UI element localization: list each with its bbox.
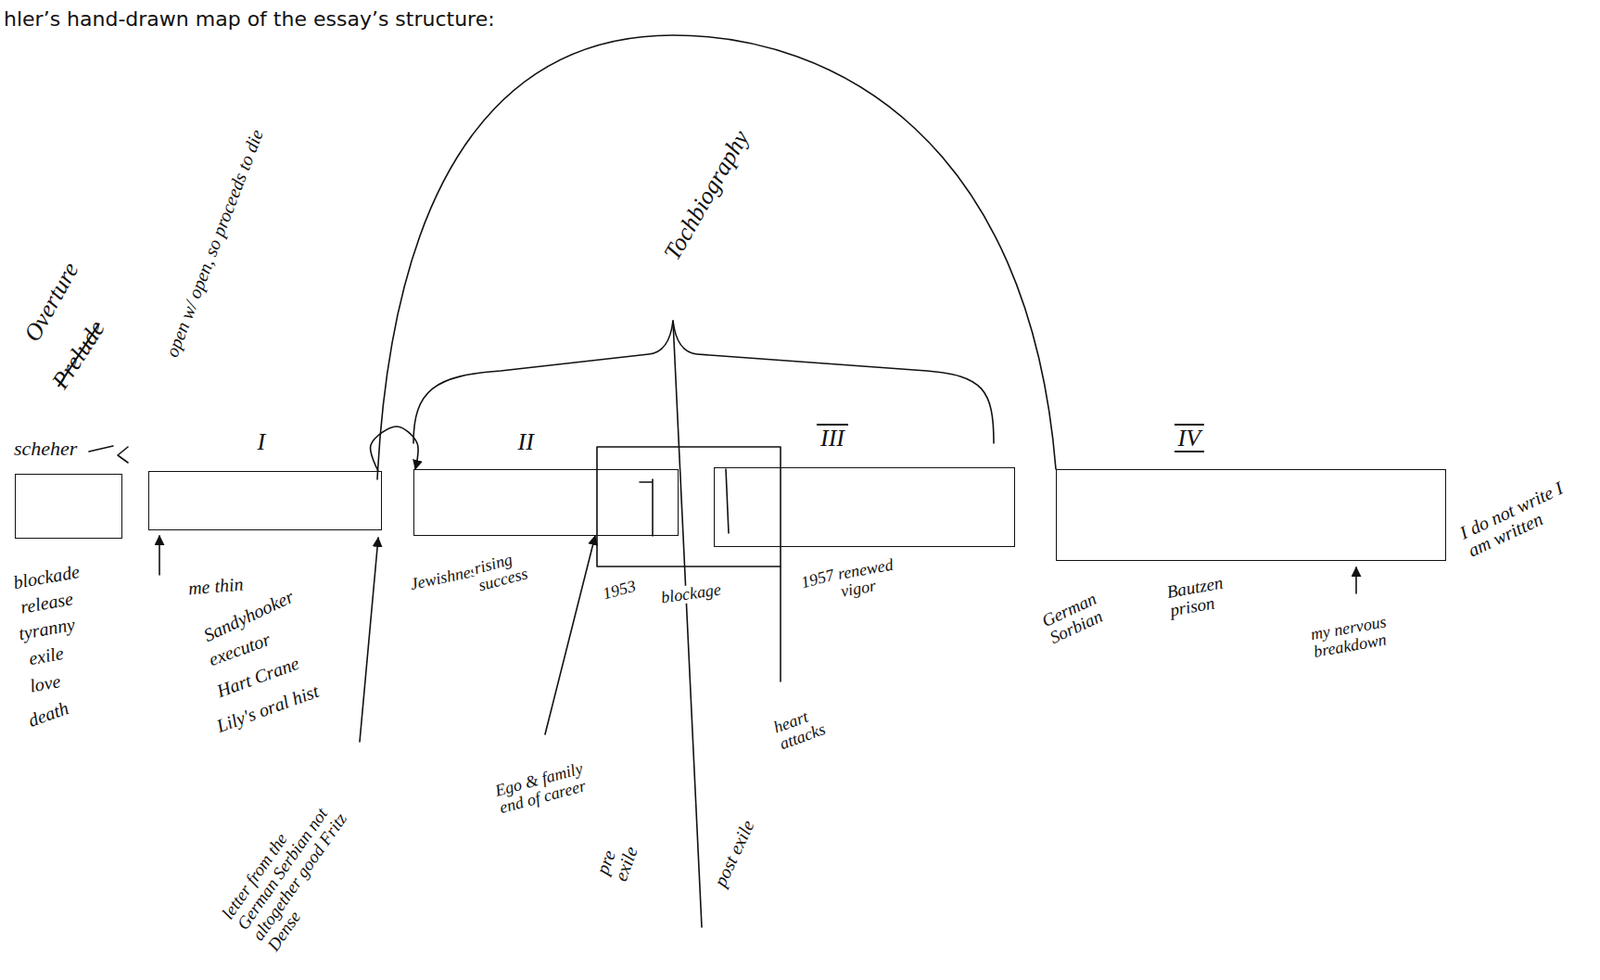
annotation: 1957 xyxy=(797,565,839,593)
leader-line xyxy=(779,566,782,682)
annotation: post exile xyxy=(710,814,760,890)
essay-band: scheher xyxy=(14,473,123,539)
inner-mark xyxy=(639,479,653,536)
page-title: hler’s hand-drawn map of the essay’s str… xyxy=(3,7,496,31)
inner-mark xyxy=(725,469,729,534)
essay-band: I xyxy=(148,470,382,531)
annotation: Prelude xyxy=(45,314,110,394)
essay-band: III xyxy=(713,467,1016,547)
blockage-box xyxy=(596,446,781,567)
annotation: blockage xyxy=(658,580,724,607)
leader-arrow xyxy=(545,535,596,735)
band-label: I xyxy=(257,429,267,455)
annotation: German Sorbian xyxy=(1037,575,1137,648)
biography-arc xyxy=(377,35,1056,480)
band-label: scheher xyxy=(13,437,77,459)
exile-divider xyxy=(673,320,702,927)
band-label: IV xyxy=(1174,423,1206,453)
annotation: my nervous breakdown xyxy=(1307,610,1404,661)
annotation: Tochbiography xyxy=(658,124,755,267)
chevron-mark xyxy=(117,446,128,463)
leader-arrow xyxy=(158,535,161,575)
annotation: renewed vigor xyxy=(834,552,917,601)
band-label: III xyxy=(816,423,849,451)
annotation: letter from the German Serbian not altog… xyxy=(216,777,373,956)
section-bracket xyxy=(413,320,994,444)
annotation: tyranny xyxy=(14,613,78,644)
essay-band: II xyxy=(413,469,679,536)
annotation: rising success xyxy=(469,543,546,596)
annotation: pre exile xyxy=(591,820,648,886)
annotation: heart attacks xyxy=(769,692,860,754)
annotation: 1953 xyxy=(598,576,640,604)
annotation: I do not write I am written xyxy=(1455,469,1593,562)
annotation: love xyxy=(25,670,64,696)
annotation: Ego & family end of career xyxy=(491,754,608,817)
dash-line xyxy=(88,445,114,452)
annotation: me thin xyxy=(185,573,246,598)
leader-arrow xyxy=(1355,567,1358,594)
annotation: Overture xyxy=(18,255,85,347)
annotation: exile xyxy=(25,642,67,669)
annotation: release xyxy=(16,587,77,617)
leader-arrow xyxy=(359,537,379,742)
annotation: Bautzen prison xyxy=(1163,570,1247,621)
annotation: death xyxy=(24,697,74,731)
essay-band: IV xyxy=(1055,469,1447,561)
loop-connector xyxy=(370,426,420,471)
annotation: blockade xyxy=(10,560,84,593)
band-label: II xyxy=(518,429,534,455)
annotation: open w/ open, so proceeds to die xyxy=(161,125,268,362)
